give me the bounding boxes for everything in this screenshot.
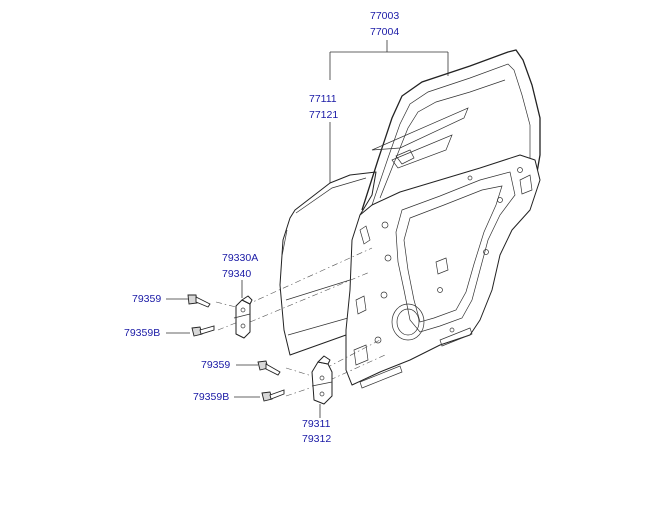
label-79312[interactable]: 79312 xyxy=(302,433,332,445)
label-79311[interactable]: 79311 xyxy=(302,418,331,430)
label-79359-bottom[interactable]: 79359 xyxy=(201,359,231,371)
label-77121[interactable]: 77121 xyxy=(309,109,339,121)
label-77003[interactable]: 77003 xyxy=(370,10,400,22)
bolt-79359-top xyxy=(166,294,211,308)
label-79359B-bottom[interactable]: 79359B xyxy=(193,391,230,403)
bolt-79359B-bottom xyxy=(234,389,285,402)
assembly-lines xyxy=(215,247,386,397)
upper-hinge xyxy=(233,280,253,339)
bolt-79359B-top xyxy=(166,325,215,337)
lower-hinge xyxy=(311,355,333,418)
inner-door-panel xyxy=(345,154,541,389)
leader-77003 xyxy=(329,40,449,80)
label-77004[interactable]: 77004 xyxy=(370,26,400,38)
label-79330A[interactable]: 79330A xyxy=(222,252,259,264)
label-79359-top[interactable]: 79359 xyxy=(132,293,162,305)
bolt-79359-bottom xyxy=(236,360,281,376)
door-frame xyxy=(361,49,541,213)
label-79340[interactable]: 79340 xyxy=(222,268,252,280)
label-77111[interactable]: 77111 xyxy=(309,93,337,105)
label-79359B-top[interactable]: 79359B xyxy=(124,327,161,339)
